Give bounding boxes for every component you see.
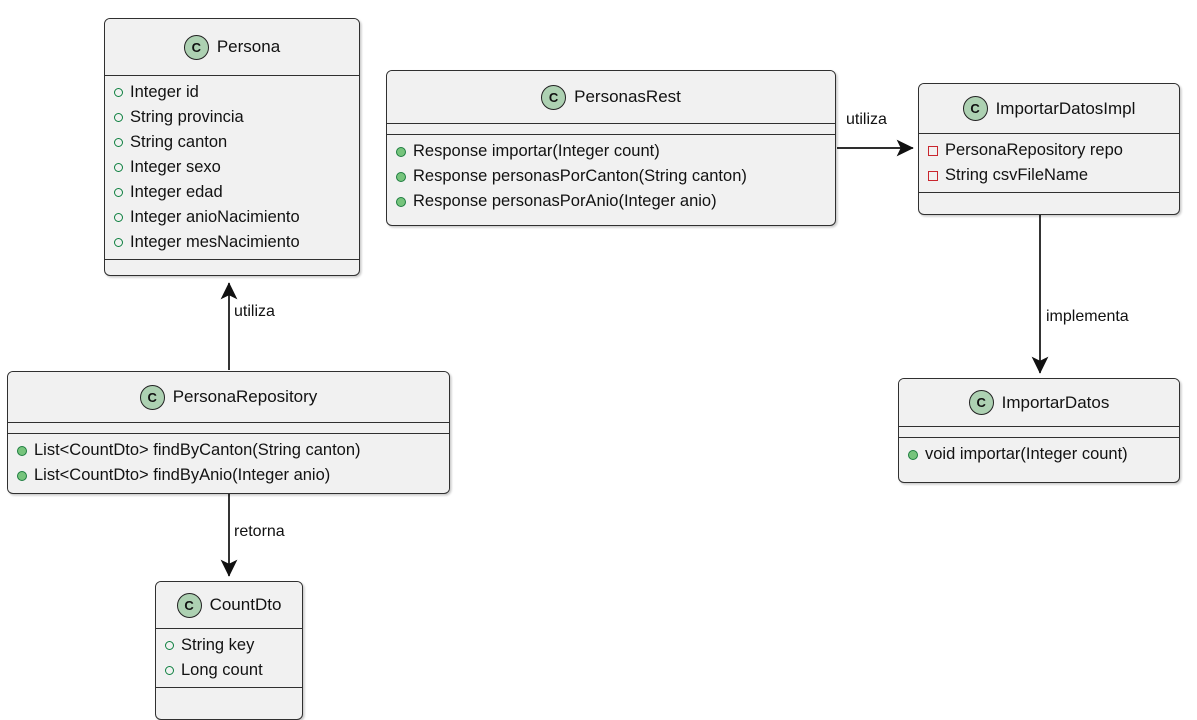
edge-label-retorna-repository-countdto: retorna xyxy=(234,523,285,540)
private-visibility-icon xyxy=(928,145,938,156)
class-header-persona-repository: C PersonaRepository xyxy=(8,372,449,422)
class-stereotype-icon: C xyxy=(176,592,202,618)
package-visibility-icon xyxy=(114,113,123,122)
attribute-row: String provincia xyxy=(105,105,359,130)
attributes-compartment-importar-datos-impl: PersonaRepository repo String csvFileNam… xyxy=(919,133,1179,192)
method-label: void importar(Integer count) xyxy=(925,445,1128,463)
class-box-count-dto[interactable]: C CountDto String key Long count xyxy=(155,581,303,720)
attributes-compartment-persona: Integer id String provincia String canto… xyxy=(105,75,359,259)
attributes-compartment-personas-rest xyxy=(387,123,835,134)
class-header-persona: C Persona xyxy=(105,19,359,75)
package-visibility-icon xyxy=(114,188,123,197)
package-visibility-icon xyxy=(114,163,123,172)
class-name-persona: Persona xyxy=(216,37,281,56)
class-box-persona-repository[interactable]: C PersonaRepository List<CountDto> findB… xyxy=(7,371,450,494)
public-visibility-icon xyxy=(17,470,27,481)
edge-label-utiliza-repository-persona: utiliza xyxy=(234,303,275,320)
package-visibility-icon xyxy=(114,138,123,147)
class-stereotype-icon: C xyxy=(541,84,567,110)
attribute-row: Integer mesNacimiento xyxy=(105,230,359,255)
method-label: Response importar(Integer count) xyxy=(413,142,660,160)
public-visibility-icon xyxy=(908,449,918,460)
methods-compartment-importar-datos: void importar(Integer count) xyxy=(899,437,1179,471)
methods-compartment-personas-rest: Response importar(Integer count) Respons… xyxy=(387,134,835,218)
attribute-label: String csvFileName xyxy=(945,166,1089,184)
attribute-label: String key xyxy=(181,636,255,654)
method-row: Response personasPorAnio(Integer anio) xyxy=(387,189,835,214)
edge-label-implementa-impl-interface: implementa xyxy=(1046,308,1129,325)
attributes-compartment-importar-datos xyxy=(899,426,1179,437)
class-stereotype-icon: C xyxy=(962,96,988,121)
package-visibility-icon xyxy=(165,666,174,675)
class-stereotype-icon: C xyxy=(139,384,165,410)
private-visibility-icon xyxy=(928,170,938,181)
public-visibility-icon xyxy=(396,171,406,182)
attribute-row: Long count xyxy=(156,658,302,683)
class-stereotype-icon: C xyxy=(968,390,994,415)
class-name-personas-rest: PersonasRest xyxy=(574,87,681,106)
class-header-importar-datos: C ImportarDatos xyxy=(899,379,1179,426)
class-name-persona-repository: PersonaRepository xyxy=(172,387,318,406)
attributes-compartment-persona-repository xyxy=(8,422,449,433)
class-stereotype-icon: C xyxy=(183,34,209,60)
class-name-importar-datos-impl: ImportarDatosImpl xyxy=(995,98,1136,118)
class-header-importar-datos-impl: C ImportarDatosImpl xyxy=(919,84,1179,133)
class-name-count-dto: CountDto xyxy=(209,595,282,614)
attribute-label: Integer sexo xyxy=(130,158,221,176)
public-visibility-icon xyxy=(396,146,406,157)
attribute-row: String canton xyxy=(105,130,359,155)
attribute-label: String provincia xyxy=(130,108,244,126)
attribute-row: Integer anioNacimiento xyxy=(105,205,359,230)
method-row: void importar(Integer count) xyxy=(899,442,1179,467)
package-visibility-icon xyxy=(165,641,174,650)
methods-compartment-persona-repository: List<CountDto> findByCanton(String canto… xyxy=(8,433,449,492)
attributes-compartment-count-dto: String key Long count xyxy=(156,628,302,687)
method-row: List<CountDto> findByAnio(Integer anio) xyxy=(8,463,449,488)
attribute-row: String key xyxy=(156,633,302,658)
methods-compartment-count-dto xyxy=(156,687,302,698)
methods-compartment-persona xyxy=(105,259,359,270)
class-header-count-dto: C CountDto xyxy=(156,582,302,628)
attribute-row: String csvFileName xyxy=(919,163,1179,188)
method-row: Response importar(Integer count) xyxy=(387,139,835,164)
package-visibility-icon xyxy=(114,88,123,97)
attribute-row: PersonaRepository repo xyxy=(919,138,1179,163)
attribute-label: Long count xyxy=(181,661,263,679)
methods-compartment-importar-datos-impl xyxy=(919,192,1179,203)
class-box-personas-rest[interactable]: C PersonasRest Response importar(Integer… xyxy=(386,70,836,226)
attribute-label: String canton xyxy=(130,133,228,151)
method-row: List<CountDto> findByCanton(String canto… xyxy=(8,438,449,463)
attribute-label: Integer anioNacimiento xyxy=(130,208,300,226)
package-visibility-icon xyxy=(114,213,123,222)
attribute-label: Integer edad xyxy=(130,183,223,201)
method-label: Response personasPorCanton(String canton… xyxy=(413,167,747,185)
method-label: List<CountDto> findByAnio(Integer anio) xyxy=(34,466,331,484)
edge-label-utiliza-rest-impl: utiliza xyxy=(846,111,887,128)
attribute-row: Integer sexo xyxy=(105,155,359,180)
method-row: Response personasPorCanton(String canton… xyxy=(387,164,835,189)
public-visibility-icon xyxy=(17,445,27,456)
class-box-persona[interactable]: C Persona Integer id String provincia St… xyxy=(104,18,360,276)
class-box-importar-datos-impl[interactable]: C ImportarDatosImpl PersonaRepository re… xyxy=(918,83,1180,215)
attribute-label: PersonaRepository repo xyxy=(945,141,1123,159)
package-visibility-icon xyxy=(114,238,123,247)
class-header-personas-rest: C PersonasRest xyxy=(387,71,835,123)
attribute-row: Integer edad xyxy=(105,180,359,205)
attribute-label: Integer id xyxy=(130,83,199,101)
method-label: Response personasPorAnio(Integer anio) xyxy=(413,192,717,210)
attribute-row: Integer id xyxy=(105,80,359,105)
method-label: List<CountDto> findByCanton(String canto… xyxy=(34,441,361,459)
class-box-importar-datos[interactable]: C ImportarDatos void importar(Integer co… xyxy=(898,378,1180,483)
public-visibility-icon xyxy=(396,196,406,207)
attribute-label: Integer mesNacimiento xyxy=(130,233,300,251)
class-name-importar-datos: ImportarDatos xyxy=(1001,392,1110,412)
